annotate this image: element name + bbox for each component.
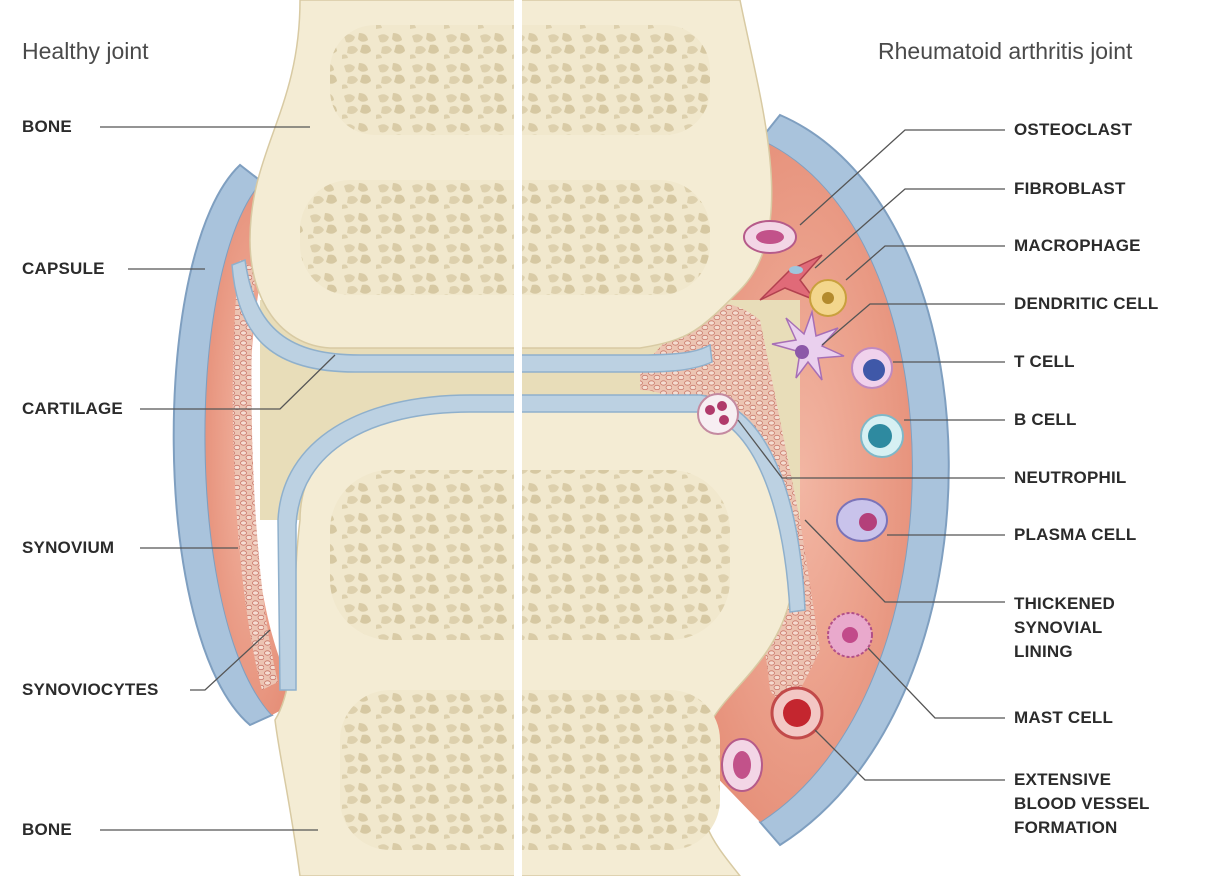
label-t-cell: T CELL: [1014, 352, 1075, 371]
t-cell: [851, 347, 893, 389]
macrophage-cell: [809, 279, 847, 317]
leader-cartilage: [140, 354, 336, 410]
label-extensive-blood-vessel-formation: EXTENSIVE BLOOD VESSEL FORMATION: [1014, 768, 1194, 840]
label-fibroblast: FIBROBLAST: [1014, 179, 1126, 198]
fibroblast-cell: [759, 254, 823, 302]
neutrophil-cell: [697, 393, 739, 435]
leader-osteoclast: [799, 129, 1005, 226]
osteoclast-cell-lower: [721, 738, 763, 792]
blood-vessel: [770, 686, 824, 740]
leader-dendritic: [821, 303, 1005, 346]
upper-cartilage: [231, 258, 713, 373]
dendritic-cell: [771, 309, 845, 381]
label-thickened-line-3: LINING: [1014, 642, 1073, 661]
label-blood-line-3: FORMATION: [1014, 818, 1118, 837]
label-blood-line-1: EXTENSIVE: [1014, 770, 1112, 789]
label-macrophage: MACROPHAGE: [1014, 236, 1141, 255]
right-leader-lines: [737, 129, 1005, 781]
label-bone-top: BONE: [22, 117, 72, 136]
leader-synoviocytes: [190, 629, 271, 691]
leader-blood: [814, 729, 1005, 781]
osteoclast-cell: [743, 220, 797, 254]
lower-bone-spongy-2: [340, 690, 720, 850]
title-ra-joint: Rheumatoid arthritis joint: [878, 38, 1133, 64]
label-thickened-synovial-lining: THICKENED SYNOVIAL LINING: [1014, 592, 1194, 664]
plasma-cell: [836, 498, 888, 542]
label-thickened-line-1: THICKENED: [1014, 594, 1115, 613]
label-plasma-cell: PLASMA CELL: [1014, 525, 1137, 544]
synoviocytes-left: [232, 260, 278, 690]
lower-cartilage: [277, 394, 806, 691]
label-bone-bottom: BONE: [22, 820, 72, 839]
title-healthy-joint: Healthy joint: [22, 38, 149, 64]
synovium-left: [205, 182, 300, 715]
center-divider: [514, 0, 522, 876]
label-synovium: SYNOVIUM: [22, 538, 115, 557]
label-neutrophil: NEUTROPHIL: [1014, 468, 1127, 487]
left-leader-lines: [100, 126, 336, 831]
mast-cell: [827, 612, 873, 658]
label-thickened-line-2: SYNOVIAL: [1014, 618, 1103, 637]
label-capsule: CAPSULE: [22, 259, 105, 278]
label-b-cell: B CELL: [1014, 410, 1077, 429]
label-blood-line-2: BLOOD VESSEL: [1014, 794, 1150, 813]
leader-thickened: [804, 519, 1005, 603]
label-cartilage: CARTILAGE: [22, 399, 123, 418]
b-cell: [860, 414, 904, 458]
upper-bone-spongy-2: [300, 180, 710, 295]
leader-macrophage: [845, 245, 1005, 281]
label-mast-cell: MAST CELL: [1014, 708, 1114, 727]
label-dendritic-cell: DENDRITIC CELL: [1014, 294, 1159, 313]
lower-bone-spongy-1: [330, 470, 730, 640]
leader-mast: [867, 647, 1005, 719]
leader-neutrophil: [737, 419, 1005, 479]
label-osteoclast: OSTEOCLAST: [1014, 120, 1133, 139]
label-synoviocytes: SYNOVIOCYTES: [22, 680, 159, 699]
leader-fibroblast: [814, 188, 1005, 269]
